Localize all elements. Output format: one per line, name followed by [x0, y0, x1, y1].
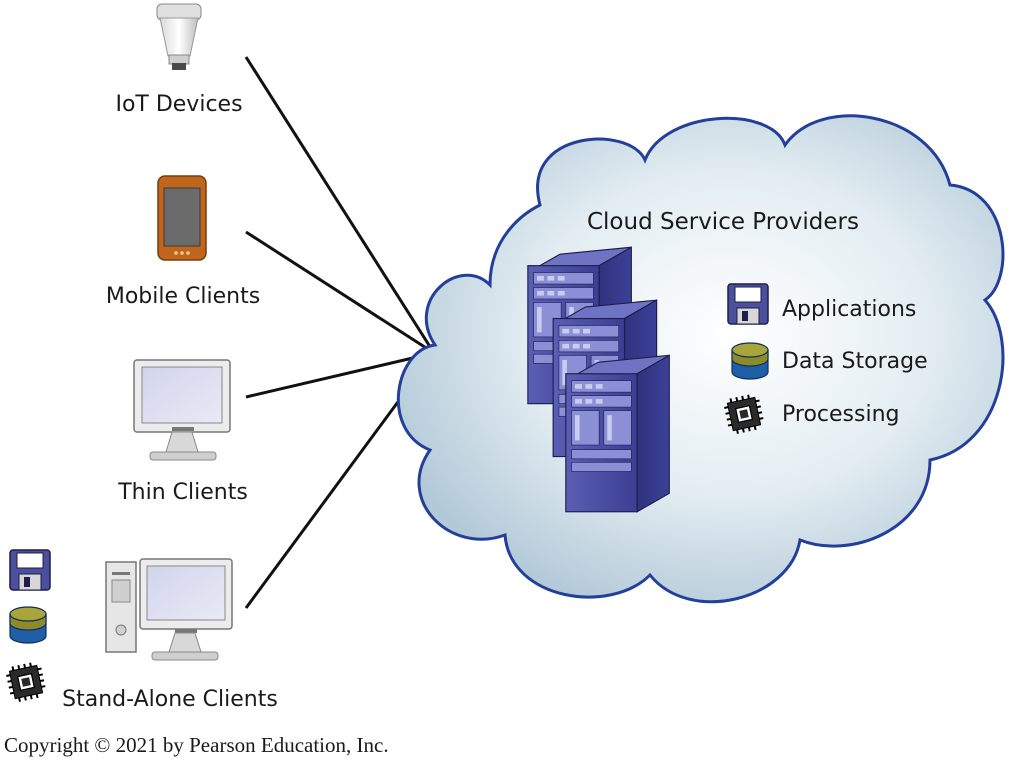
monitor-icon [133, 359, 231, 461]
cloud-shape [396, 114, 1005, 604]
smartphone-icon [157, 175, 207, 261]
processing-label: Processing [782, 402, 899, 427]
desktop-computer-icon [105, 558, 233, 661]
thin-clients-label: Thin Clients [117, 480, 248, 505]
data-storage-label: Data Storage [782, 349, 928, 374]
smart-bulb-icon [156, 3, 202, 70]
data-storage-database-icon [731, 342, 769, 380]
applications-floppy-icon [727, 283, 769, 325]
floppy-disk-icon [9, 549, 51, 591]
standalone-clients-label: Stand-Alone Clients [62, 687, 278, 712]
mobile-clients-label: Mobile Clients [106, 284, 260, 309]
copyright-notice: Copyright © 2021 by Pearson Education, I… [4, 733, 389, 757]
connection-line-mobile [245, 230, 435, 355]
database-icon [9, 606, 47, 644]
connection-line-iot [244, 56, 436, 354]
applications-label: Applications [782, 297, 916, 322]
cloud-title: Cloud Service Providers [587, 209, 859, 235]
connection-line-thin [245, 351, 435, 399]
iot-devices-label: IoT Devices [115, 92, 242, 117]
cpu-chip-icon [3, 659, 49, 705]
